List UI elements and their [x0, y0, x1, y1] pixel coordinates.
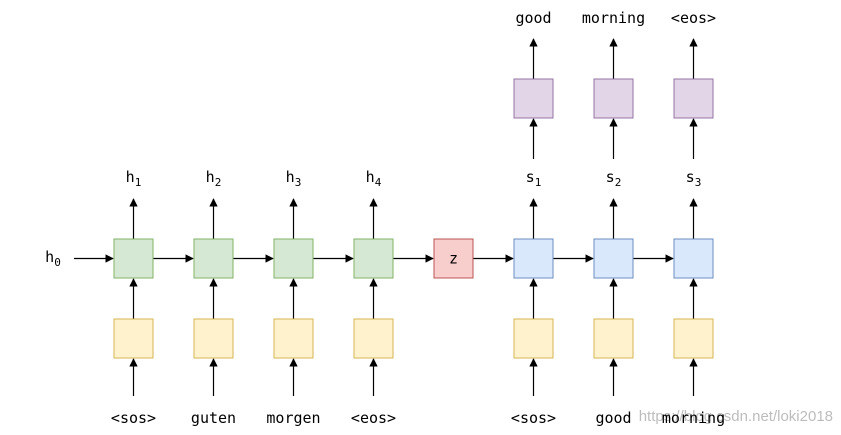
encoder-input-token-2: guten	[191, 409, 236, 427]
context-label: z	[449, 250, 458, 268]
decoder-input-box-1	[513, 318, 554, 359]
boxes-layer	[113, 78, 714, 359]
encoder-hidden-label-4: h4	[366, 168, 382, 189]
encoder-rnn-cell-1	[113, 238, 154, 279]
decoder-input-token-1: <sos>	[511, 409, 556, 427]
labels-layer: z h0 h1 h2 h3 h4 s1 s2 s3 good morning <…	[45, 9, 833, 427]
watermark: https://blog.csdn.net/loki2018	[639, 408, 833, 425]
encoder-input-token-1: <sos>	[111, 409, 156, 427]
decoder-hidden-label-3: s3	[686, 168, 702, 189]
initial-state-label: h0	[45, 248, 61, 269]
encoder-rnn-cell-4	[353, 238, 394, 279]
output-token-1: good	[515, 9, 551, 27]
encoder-input-box-2	[193, 318, 234, 359]
decoder-input-token-2: good	[595, 409, 631, 427]
output-layer-1	[513, 78, 554, 119]
decoder-rnn-cell-3	[673, 238, 714, 279]
encoder-input-token-4: <eos>	[351, 409, 396, 427]
decoder-rnn-cell-2	[593, 238, 634, 279]
output-token-3: <eos>	[671, 9, 716, 27]
arrows-layer	[74, 38, 698, 396]
encoder-hidden-label-2: h2	[206, 168, 222, 189]
encoder-input-box-1	[113, 318, 154, 359]
decoder-input-token-3: morning	[662, 409, 725, 427]
encoder-input-box-3	[273, 318, 314, 359]
decoder-input-box-2	[593, 318, 634, 359]
decoder-hidden-label-1: s1	[526, 168, 542, 189]
encoder-hidden-label-3: h3	[286, 168, 302, 189]
context-vector-box	[433, 238, 474, 279]
decoder-input-box-3	[673, 318, 714, 359]
decoder-rnn-cell-1	[513, 238, 554, 279]
encoder-input-box-4	[353, 318, 394, 359]
output-layer-3	[673, 78, 714, 119]
output-token-2: morning	[582, 9, 645, 27]
encoder-hidden-label-1: h1	[126, 168, 142, 189]
decoder-hidden-label-2: s2	[606, 168, 622, 189]
output-layer-2	[593, 78, 634, 119]
encoder-input-token-3: morgen	[266, 409, 320, 427]
encoder-rnn-cell-2	[193, 238, 234, 279]
encoder-rnn-cell-3	[273, 238, 314, 279]
